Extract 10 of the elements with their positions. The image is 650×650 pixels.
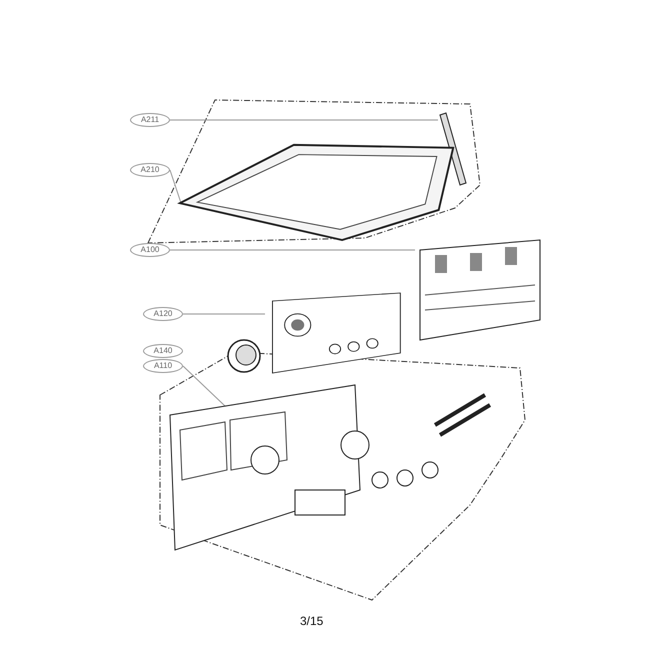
callout-number: A211: [130, 113, 170, 127]
callout-number: A110: [143, 359, 183, 373]
leader-line: [182, 366, 226, 406]
callout-number: A140: [143, 344, 183, 358]
page-number: 3/15: [300, 614, 324, 628]
callout-number: A120: [143, 307, 183, 321]
callout-number: A100: [130, 243, 170, 257]
leader-line: [170, 170, 182, 204]
callout-number: A210: [130, 163, 170, 177]
rail-drawing: [438, 112, 468, 187]
